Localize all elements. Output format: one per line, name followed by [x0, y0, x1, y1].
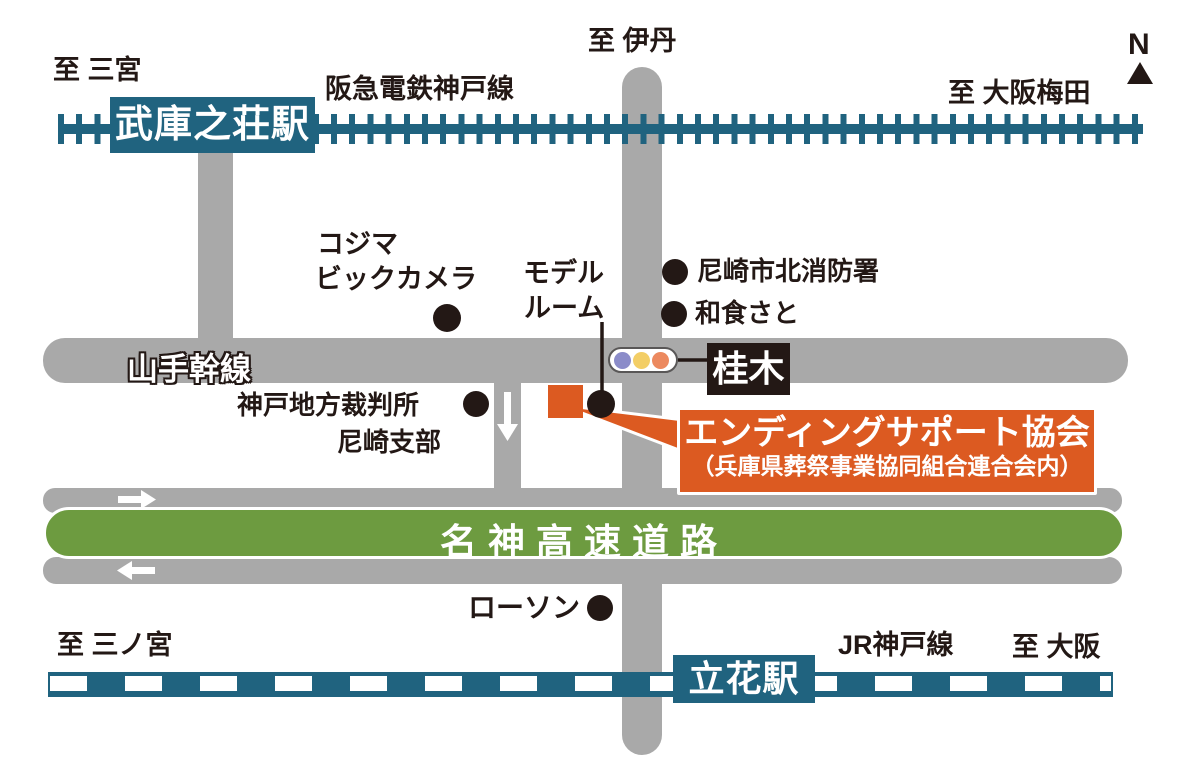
direction-bottom-left: 至 三ノ宮	[57, 630, 173, 660]
poi-dot-court	[463, 391, 489, 417]
right-arrow-icon	[118, 490, 156, 509]
road-service-lower	[43, 557, 1122, 584]
signal-orange-light	[652, 351, 669, 369]
poi-dot-kojima	[433, 304, 461, 332]
station-tachibana: 立花駅	[673, 655, 815, 703]
yamate-road-label: 山手幹線	[127, 352, 251, 387]
poi-dot-model-room	[587, 390, 615, 418]
road-yamate	[43, 338, 1128, 383]
poi-fire-station-label: 尼崎市北消防署	[697, 256, 880, 286]
road-vertical-main	[622, 67, 662, 755]
poi-model-room-line2: ルーム	[524, 293, 605, 323]
direction-top-left: 至 三宮	[53, 55, 142, 85]
intersection-name-box: 桂木	[707, 343, 790, 395]
meishin-expressway-label: 名神高速道路	[440, 522, 728, 563]
destination-callout: エンディングサポート協会 （兵庫県葬祭事業協同組合連合会内）	[677, 407, 1097, 495]
direction-top-center: 至 伊丹	[588, 26, 677, 56]
destination-title: エンディングサポート協会	[684, 414, 1090, 452]
north-arrow-icon	[1127, 62, 1153, 84]
poi-kojima-line1: コジマ	[317, 229, 398, 259]
jr-line-label: JR神戸線	[838, 630, 954, 660]
poi-court-line2: 尼崎支部	[337, 427, 442, 457]
compass-label: N	[1128, 28, 1150, 61]
direction-top-right: 至 大阪梅田	[948, 78, 1091, 108]
jr-railway-line	[48, 672, 1113, 697]
down-arrow-icon	[497, 392, 518, 441]
destination-marker	[548, 385, 583, 418]
poi-lawson-label: ローソン	[468, 592, 581, 623]
hankyu-line-label: 阪急電鉄神戸線	[325, 74, 514, 104]
poi-dot-fire-station	[662, 259, 688, 285]
poi-model-room-line1: モデル	[523, 258, 604, 288]
poi-kojima-line2: ビックカメラ	[315, 264, 477, 294]
station-mukonoso: 武庫之荘駅	[110, 97, 315, 153]
road-meishin-expressway: 名神高速道路	[43, 507, 1125, 563]
traffic-signal-icon	[608, 347, 678, 373]
jr-railway-dashes	[50, 676, 1111, 691]
poi-court-line1: 神戸地方裁判所	[237, 390, 420, 420]
poi-dot-lawson	[587, 595, 613, 621]
hankyu-railway-line	[58, 124, 1143, 134]
signal-yellow-light	[633, 351, 650, 369]
signal-blue-light	[614, 351, 631, 369]
poi-dot-washoku-sato	[661, 301, 687, 327]
poi-washoku-sato-label: 和食さと	[695, 298, 800, 328]
destination-subtitle: （兵庫県葬祭事業協同組合連合会内）	[691, 453, 1083, 480]
direction-bottom-right: 至 大阪	[1012, 632, 1101, 662]
left-arrow-icon	[117, 561, 155, 580]
